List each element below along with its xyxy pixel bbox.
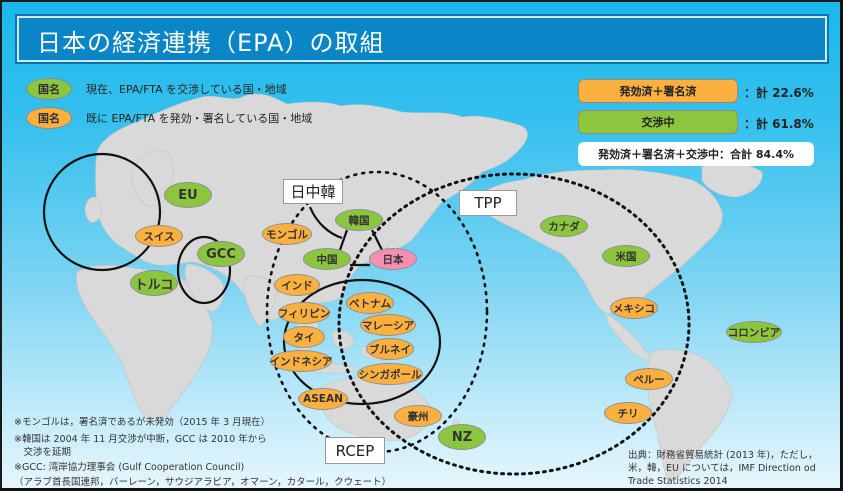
stat-negotiating-label: 交渉中 [578,110,738,134]
stat-negotiating-value: ：計 61.8% [744,117,814,131]
legend-text-effective: 既に EPA/FTA を発効・署名している国・地域 [86,112,313,125]
country-japan: 日本 [369,248,417,270]
source-line-3: Trade Statistics 2014 [628,476,728,487]
country-turkey: トルコ [130,270,178,296]
source-line-2: 米，韓，EU については，IMF Direction od [628,463,816,474]
country-china: 中国 [303,248,351,270]
legend-negotiating: 国名 現在、EPA/FTA を交渉している国・地域 [26,78,287,100]
country-chile: チリ [604,402,652,424]
country-peru: ペルー [625,368,673,390]
country-singapore: シンガポール [357,363,423,385]
note-gcc-members: （アラブ首長国連邦，バーレーン，サウジアラビア，オマーン，カタール，クウェート） [14,477,392,488]
legend-badge-green: 国名 [26,78,72,100]
country-eu: EU [164,182,212,208]
note-gcc-definition: ※GCC: 湾岸協力理事会 (Gulf Cooperation Council) [14,462,245,473]
note-korea-gcc: ※韓国は 2004 年 11 月交渉が中断，GCC は 2010 年から [14,434,267,445]
country-nz: NZ [438,424,486,450]
country-usa: 米国 [602,245,650,267]
note-mongolia: ※モンゴルは，署名済であるが未発効（2015 年 3 月現在） [14,417,271,428]
country-canada: カナダ [540,215,588,237]
country-india: インド [274,274,320,296]
country-thailand: タイ [283,326,325,348]
source-line-1: 出典：財務省貿易統計 (2013 年)，ただし， [628,450,818,461]
country-colombia: コロンビア [726,321,782,343]
country-switzerland: スイス [135,225,183,247]
legend-badge-orange: 国名 [26,107,72,129]
country-indonesia: インドネシア [270,350,333,372]
legend-text-negotiating: 現在、EPA/FTA を交渉している国・地域 [86,83,287,96]
country-vietnam: ベトナム [346,292,394,314]
country-mongolia: モンゴル [262,223,312,245]
stat-effective-signed-label: 発効済＋署名済 [578,79,738,103]
group-label-rcep: RCEP [325,437,385,464]
country-philippines: フィリピン [278,302,330,324]
country-brunei: ブルネイ [366,338,414,360]
country-asean: ASEAN [298,388,348,410]
country-korea: 韓国 [335,209,383,231]
note-korea-gcc-cont: 交渉を延期 [14,447,72,458]
country-mexico: メキシコ [610,297,658,319]
stat-effective-signed-value: ：計 22.6% [744,86,814,100]
stat-total: 発効済＋署名済＋交渉中：合計 84.4% [578,142,814,166]
country-australia: 豪州 [394,405,442,427]
group-label-jck: 日中韓 [283,179,343,204]
country-gcc: GCC [197,241,245,267]
page-title: 日本の経済連携（EPA）の取組 [37,29,385,57]
legend-effective: 国名 既に EPA/FTA を発効・署名している国・地域 [26,107,312,129]
group-label-tpp: TPP [459,190,517,216]
title-bar: 日本の経済連携（EPA）の取組 [15,14,829,64]
country-malaysia: マレーシア [360,314,416,336]
